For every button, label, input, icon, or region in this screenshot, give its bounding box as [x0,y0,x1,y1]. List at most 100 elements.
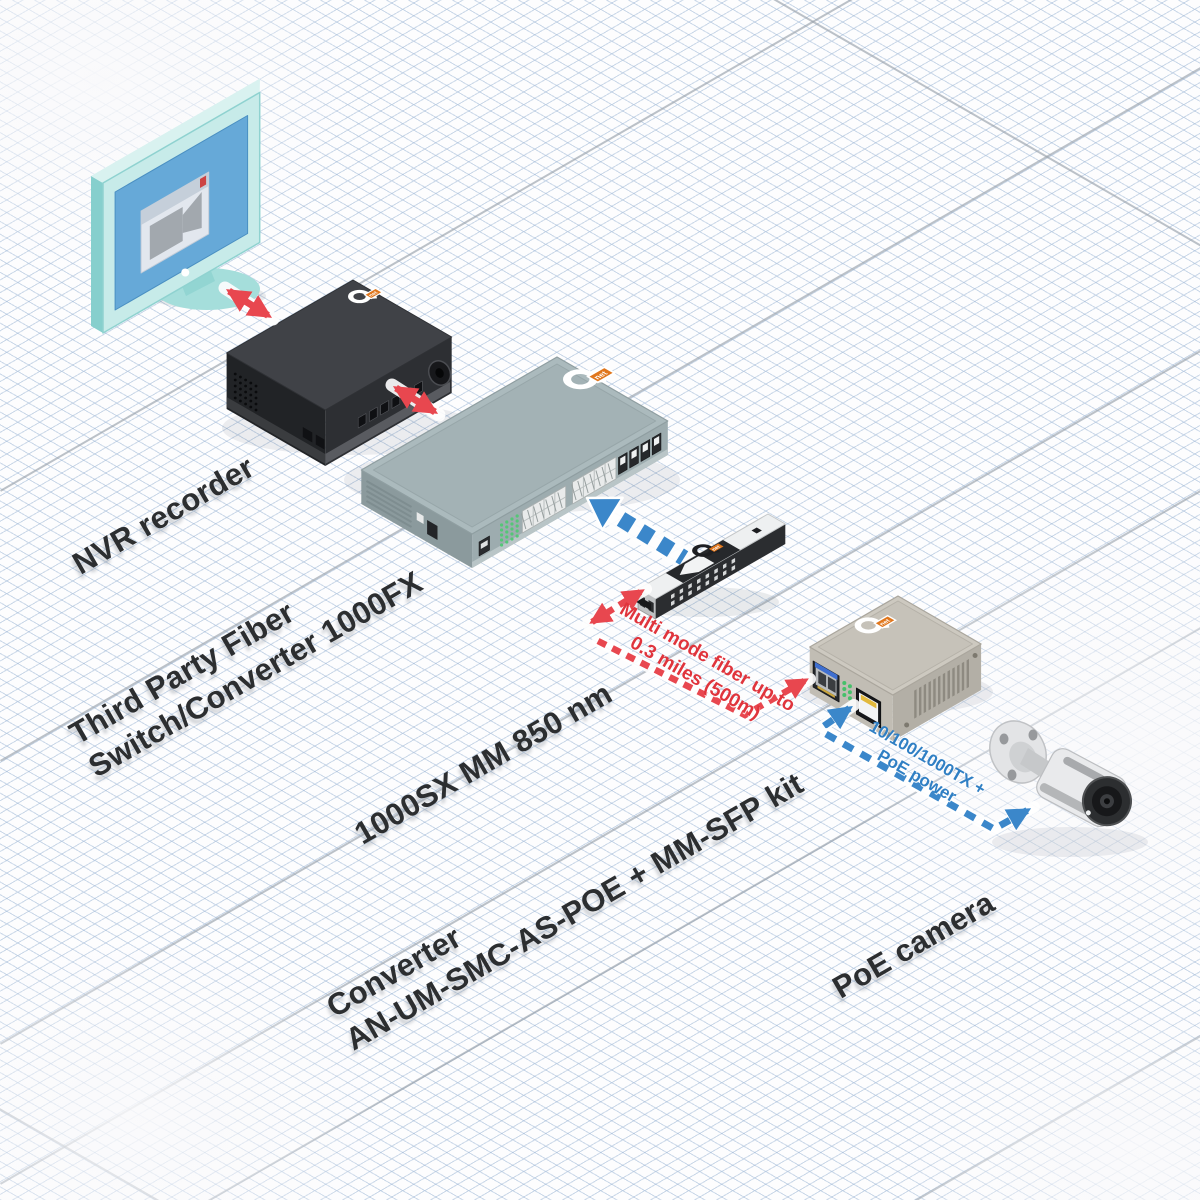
vent-slot [957,664,960,694]
speaker-grille-dot [239,375,242,379]
speaker-grille-dot [244,402,248,406]
fiber-switch: net [360,356,669,568]
speaker-grille-dot [249,393,253,397]
status-led [510,527,514,531]
fiber-link-sfp [589,588,645,625]
speaker-grille-dot [233,384,237,388]
fiber-path [582,583,816,721]
qnet-logo: net [563,366,617,390]
sfp-label-chevron [679,555,715,575]
rj45-port-inner [631,449,637,459]
nvr-connector [302,427,313,443]
vent-slot [923,683,927,714]
sfp-blue-latch [814,662,838,680]
rj45-port-inner [654,436,660,446]
vent-slot [914,689,917,719]
rj45-port-inner [620,455,626,466]
status-led [842,687,847,691]
speaker-grille-dot [244,396,248,400]
speaker-grille-dot [239,381,242,385]
sfp-vent-tick [723,570,727,576]
sfp-vent-tick [714,575,718,581]
link-monitor-nvr [225,288,273,319]
speaker-grille-dot [254,396,258,400]
status-led [515,519,519,523]
lc-slot [827,676,836,693]
vent-slot [942,672,946,703]
status-led [499,538,504,542]
qnet-logo-text: net [592,370,611,381]
status-led [499,523,504,527]
sfp-vent-tick [679,588,684,594]
status-led [842,681,847,685]
vent-slot [938,675,941,705]
speaker-grille-dot [254,408,258,412]
nvr-port-slot [357,413,367,429]
screw [904,722,910,728]
nvr-top-face [226,279,453,411]
camera-body [1036,748,1132,828]
nvr-port-slot [380,400,389,416]
sfp-vent-tick [671,600,675,606]
speaker-grille-dot [239,387,242,391]
status-led [515,534,519,538]
speaker-grille-dot [249,405,253,409]
nvr-base-strip [226,397,326,464]
monitor-edge-left [91,176,103,333]
speaker-grille-dot [233,372,237,376]
screw [972,653,978,658]
lc-slot [818,671,827,688]
vent-slot [961,661,965,692]
sfp-gold-pins [817,685,835,698]
sfp-vent-tick [697,585,701,591]
status-led [505,530,509,534]
sfp-top-detail [751,527,762,534]
side-port [427,520,438,540]
console-port-inner [480,540,488,549]
sfp-vent-tick [671,593,675,599]
speaker-grille-dot [239,393,242,397]
vent-slot [928,681,931,711]
status-led [505,535,509,539]
status-led [499,543,504,547]
qnet-logo: net [348,287,384,304]
status-led [499,528,504,532]
status-led [510,517,514,521]
nvr-side-face [226,353,326,466]
speaker-grille-dot [254,390,258,394]
qnet-logo-text: net [368,291,380,298]
speaker-grille-dot [249,387,253,391]
speaker-grille-dot [244,378,248,382]
qnet-logo: net [692,543,724,557]
status-led [515,524,519,528]
speaker-grille-dot [249,381,253,385]
speaker-grille-dot [249,399,253,403]
power-led [181,268,190,277]
status-led [505,520,509,524]
speaker-grille-dot [244,384,248,388]
sfp-vent-tick [714,568,718,574]
link-nvr-switch [392,385,439,415]
sfp-vent-tick [705,580,710,586]
sfp-vent-tick [731,558,736,564]
sfp-vent-tick [697,578,701,584]
vent-slot [947,670,950,700]
sfp-vent-tick [688,590,692,596]
switch-base-strip [472,449,668,568]
nvr-connector [315,434,325,450]
sfp-vent-tick [705,573,710,579]
status-led [499,533,504,537]
sfp-side-face [655,524,786,619]
sfp-module: net [632,513,786,620]
status-led [510,522,514,526]
mount-screw-hole [999,733,1009,745]
mount-screw-hole [1028,729,1038,741]
sfp-vent-tick [731,565,736,571]
status-led [847,684,852,689]
nvr-port-slot [369,406,378,422]
speaker-grille-dot [233,396,237,400]
status-led [505,525,509,529]
status-led [847,690,852,695]
